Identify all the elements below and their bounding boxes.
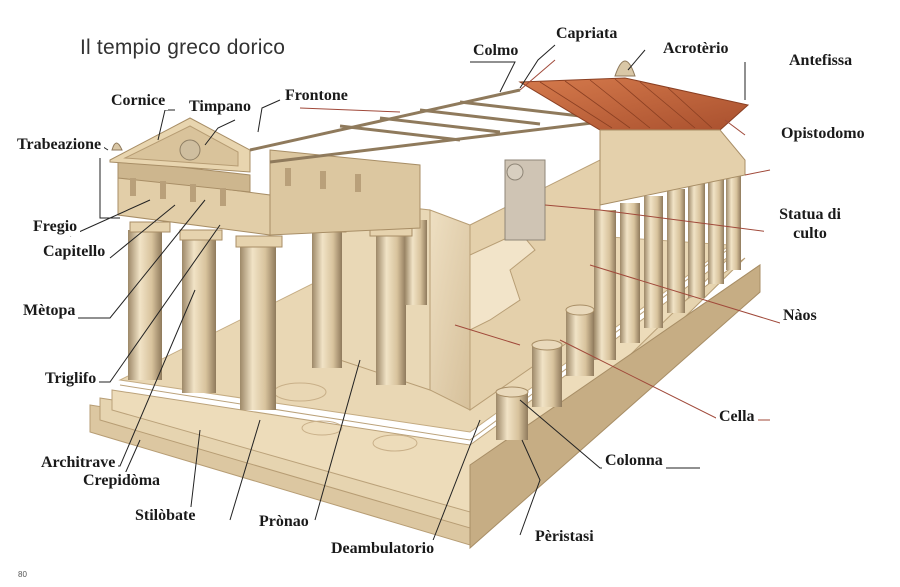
label-stilobate: Stilòbate bbox=[132, 507, 199, 525]
label-naos: Nàos bbox=[780, 307, 820, 325]
label-timpano: Timpano bbox=[186, 98, 254, 116]
cult-statue bbox=[504, 159, 546, 241]
label-acroterio: Acrotèrio bbox=[660, 40, 732, 58]
roof-beams bbox=[249, 88, 601, 164]
label-colmo: Colmo bbox=[470, 42, 522, 60]
label-cella: Cella bbox=[716, 408, 758, 426]
label-crepidoma: Crepidòma bbox=[80, 472, 164, 490]
roof-tile-lines bbox=[539, 78, 713, 129]
crepidoma-steps bbox=[89, 247, 761, 550]
acroterion-ornament bbox=[614, 60, 636, 77]
pediment bbox=[109, 117, 251, 173]
label-opistodomo: Opistodomo bbox=[778, 125, 868, 143]
label-trabeazione: Trabeazione bbox=[14, 136, 105, 154]
label-colonna: Colonna bbox=[602, 452, 666, 470]
side-colonnade bbox=[594, 170, 741, 360]
diagram-title: Il tempio greco dorico bbox=[80, 36, 286, 59]
page-number: 80 bbox=[18, 570, 27, 579]
broken-columns bbox=[495, 304, 595, 440]
tiled-roof bbox=[518, 77, 750, 131]
label-cornice: Cornice bbox=[108, 92, 169, 110]
label-capitello: Capitello bbox=[40, 243, 109, 261]
front-colonnade bbox=[128, 220, 427, 410]
label-frontone: Frontone bbox=[282, 87, 351, 105]
cornice-ornament bbox=[111, 142, 123, 151]
label-statua-di-culto: Statua di culto bbox=[764, 205, 856, 243]
label-triglifo: Triglifo bbox=[42, 370, 100, 388]
label-capriata: Capriata bbox=[553, 25, 621, 43]
label-fregio: Fregio bbox=[30, 218, 81, 236]
label-deambulatorio: Deambulatorio bbox=[328, 540, 438, 558]
roof-side-entablature bbox=[599, 129, 746, 206]
label-architrave: Architrave bbox=[38, 454, 119, 472]
label-pronao: Prònao bbox=[256, 513, 312, 531]
label-metopa: Mètopa bbox=[20, 302, 79, 320]
label-antefissa: Antefissa bbox=[786, 52, 856, 70]
label-peristasi: Pèristasi bbox=[532, 528, 597, 546]
